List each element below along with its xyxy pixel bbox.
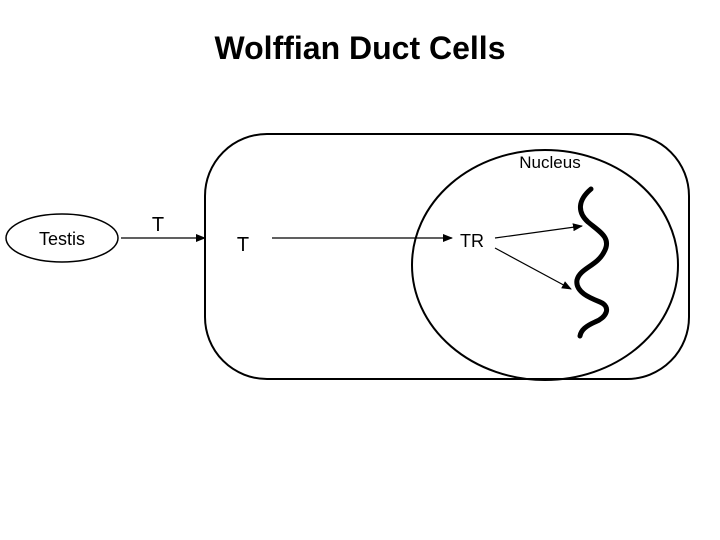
testis-label: Testis	[39, 229, 85, 249]
dna-strand	[574, 186, 610, 339]
receptor-complex-label: TR	[460, 231, 484, 251]
hormone-t-inside-label: T	[237, 234, 249, 256]
tr-to-dna-arrow-lower	[494, 247, 572, 290]
hormone-t-outside-label: T	[152, 214, 164, 236]
diagram-title: Wolffian Duct Cells	[215, 30, 506, 66]
testis-node	[5, 213, 119, 263]
cell-boundary	[204, 133, 690, 380]
nucleus-label: Nucleus	[519, 153, 580, 172]
tr-to-dna-arrow-upper	[494, 223, 583, 239]
nucleus-boundary	[411, 149, 679, 381]
